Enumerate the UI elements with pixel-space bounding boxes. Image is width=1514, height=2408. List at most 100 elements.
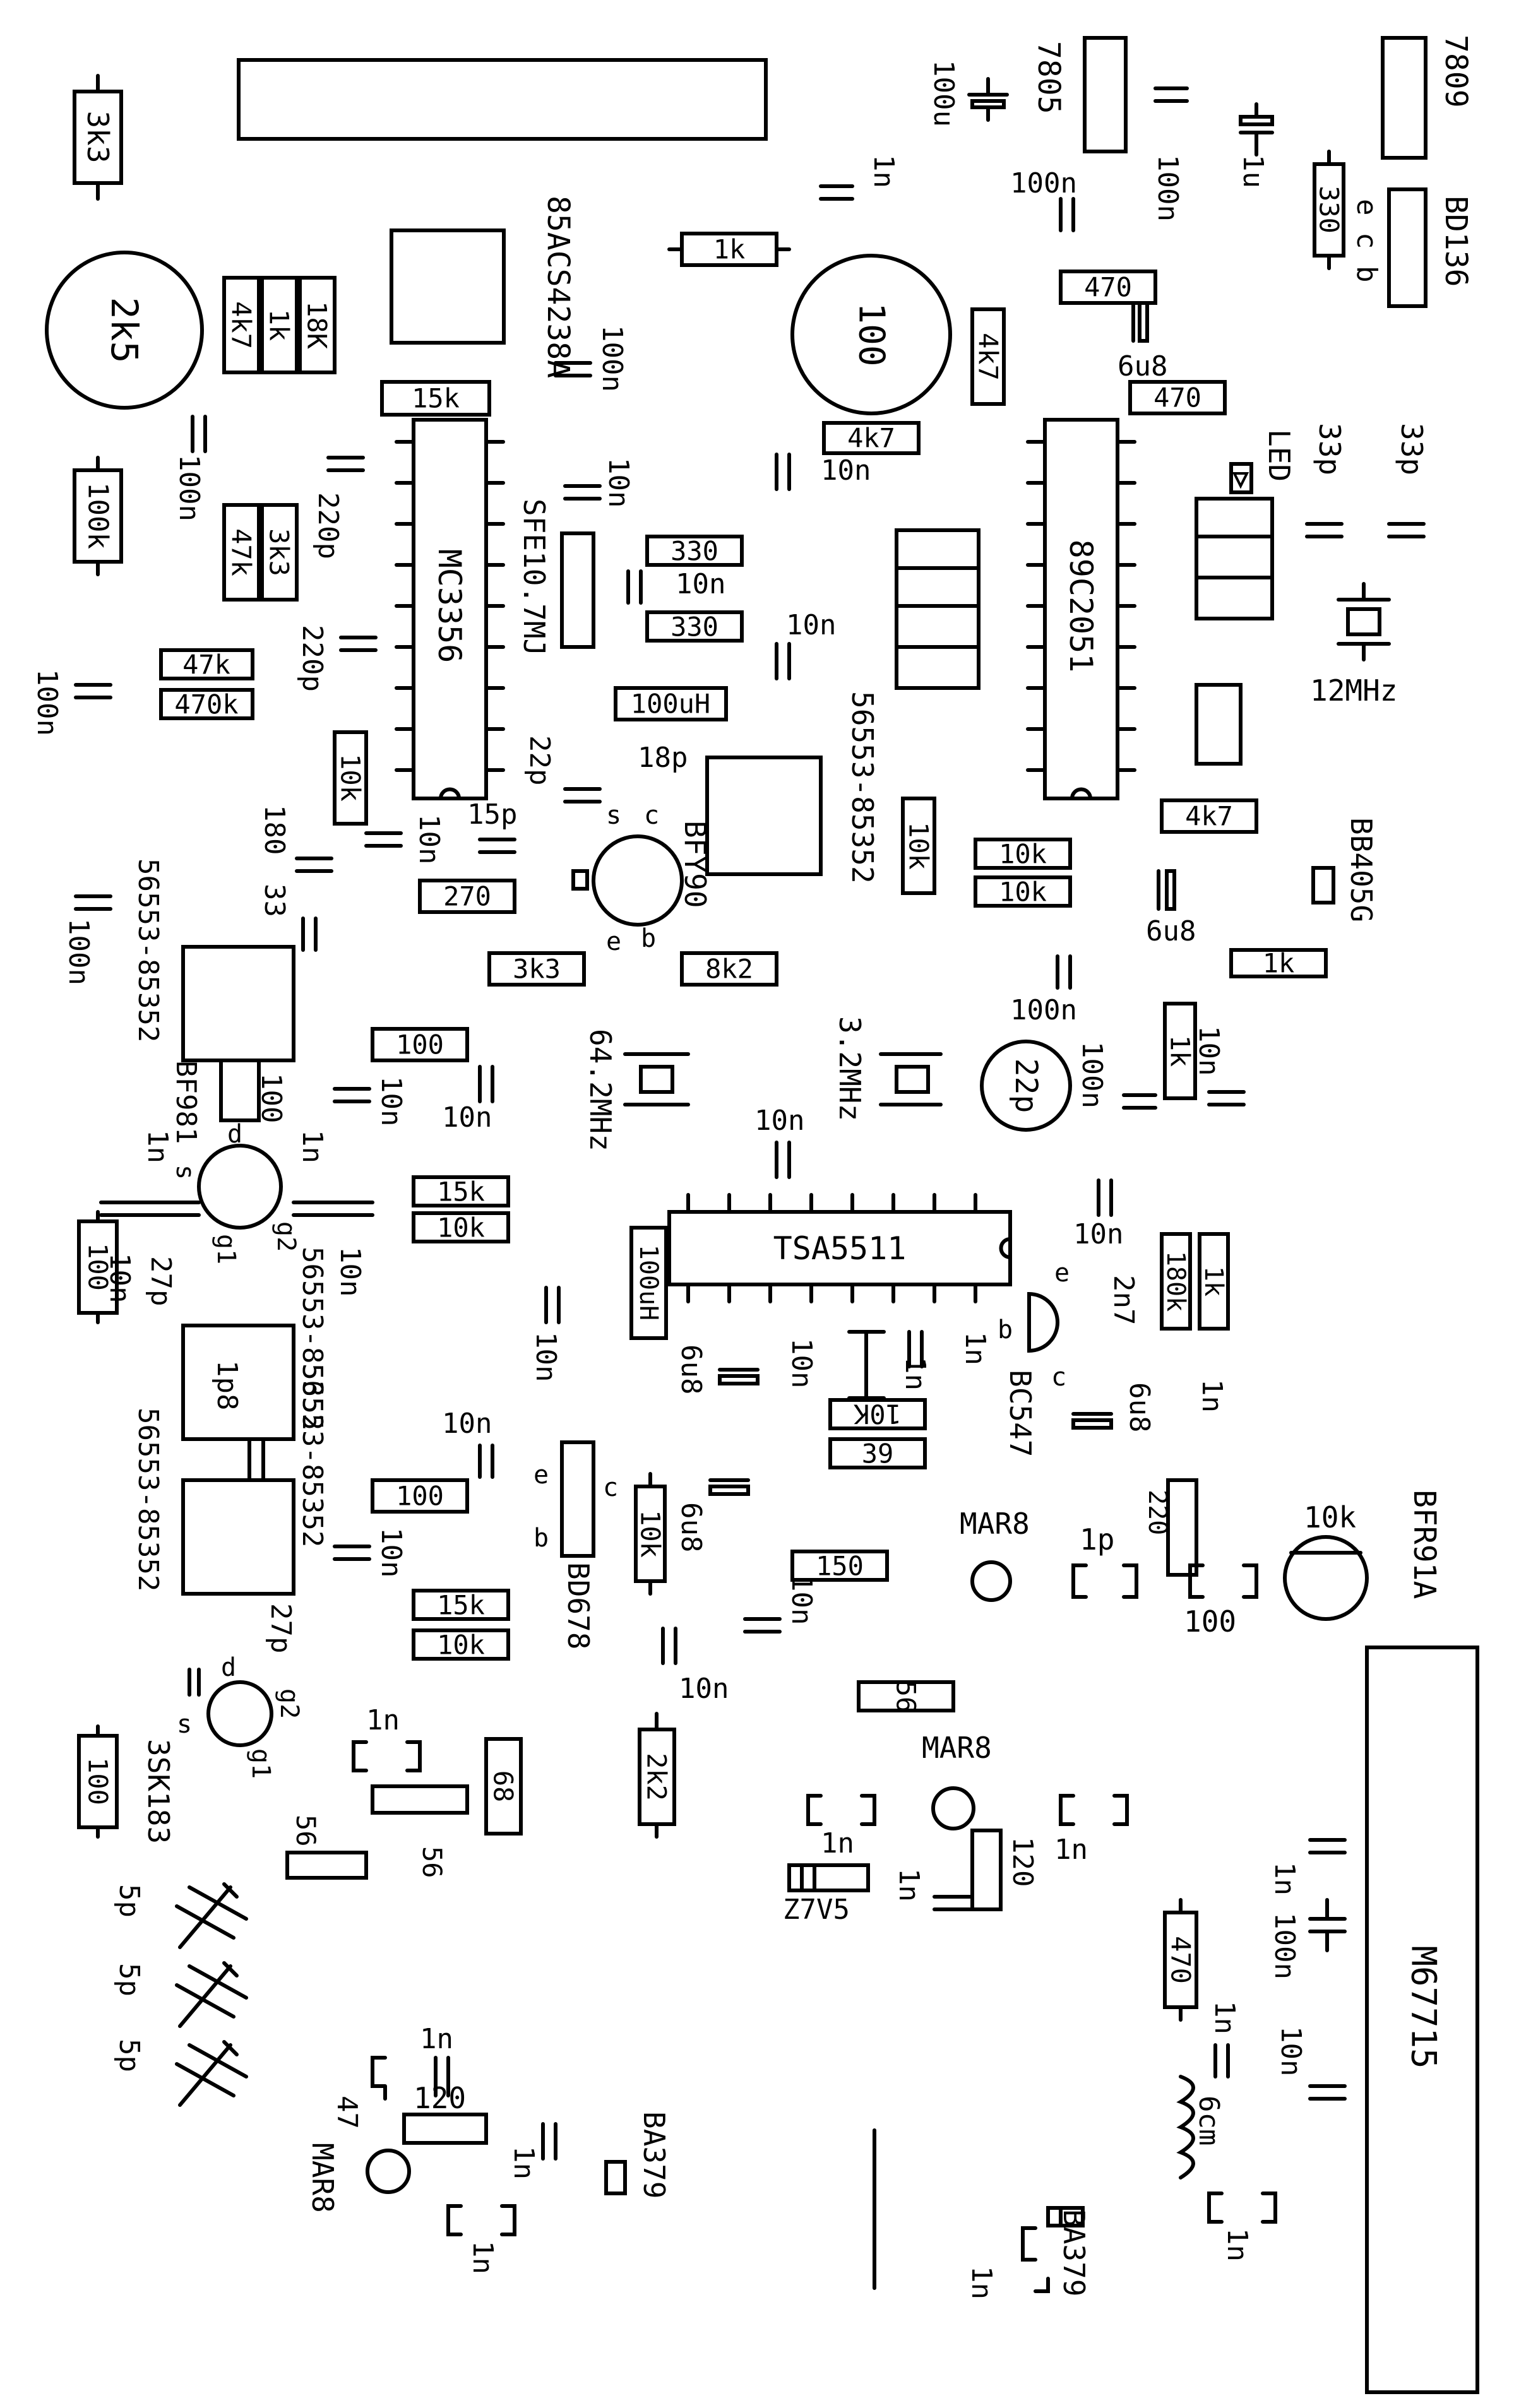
- svg-text:470: 470: [1153, 383, 1201, 413]
- cap-6u8-d: 6u8: [1071, 1382, 1155, 1432]
- resistor-100k: 100k: [73, 456, 123, 576]
- svg-text:d: d: [227, 1120, 242, 1149]
- cap-22p: 22p: [523, 735, 602, 804]
- amp-mar8-b: MAR8: [922, 1731, 992, 1830]
- ic-tsa5511: TSA5511: [667, 1193, 1012, 1303]
- svg-text:1n: 1n: [867, 155, 900, 188]
- svg-text:MAR8: MAR8: [960, 1507, 1030, 1541]
- cap-10n-m67715: 10n: [1275, 2026, 1347, 2101]
- small-module: [1195, 683, 1243, 766]
- resistor-56-c: 56: [285, 1815, 368, 1880]
- svg-text:1k: 1k: [1199, 1266, 1228, 1296]
- transistor-3sk183: d s g2 g1 27p 3SK183: [141, 1603, 304, 1844]
- svg-text:100n: 100n: [1076, 1041, 1108, 1108]
- svg-text:6u8: 6u8: [1146, 915, 1196, 947]
- cap-100n-m67715: 100n: [1268, 1898, 1347, 1979]
- cap-10n-low-b: 10n: [743, 1575, 818, 1634]
- svg-text:4k7: 4k7: [847, 423, 895, 454]
- resistor-1k-d: 1k: [1163, 1002, 1197, 1100]
- resistor-10k-a: 10k: [333, 730, 368, 826]
- coil-code-d: 56553-85352: [296, 1247, 328, 1430]
- svg-text:MC3356: MC3356: [431, 549, 468, 663]
- crystal-64mhz: 64.2MHz: [583, 1029, 690, 1151]
- cap-1n-mar8-a: 1n: [806, 1794, 876, 1859]
- svg-text:MAR8: MAR8: [922, 1731, 992, 1765]
- svg-text:100: 100: [851, 302, 892, 366]
- module-m67715: M67715: [1365, 1646, 1479, 2394]
- trimcap-5p-a: 5p: [113, 1882, 248, 1949]
- resistor-8k2: 8k2: [680, 951, 778, 987]
- svg-text:BB405G: BB405G: [1344, 817, 1378, 922]
- svg-text:1n: 1n: [893, 1868, 925, 1902]
- svg-text:e: e: [606, 927, 621, 956]
- resistor-270: 270: [418, 879, 516, 914]
- resistor-120-b: 120: [402, 2081, 488, 2145]
- svg-text:10n: 10n: [679, 1673, 729, 1705]
- trimmer-100: 100: [790, 254, 952, 415]
- resistor-470-c: 470: [1163, 1898, 1198, 2022]
- cap-1n-m67715: 1n: [1268, 1838, 1347, 1895]
- svg-text:470: 470: [1165, 1936, 1196, 1984]
- svg-text:100uH: 100uH: [634, 1245, 663, 1320]
- cap-1n-top: 1n: [819, 155, 900, 201]
- svg-text:s: s: [170, 1165, 200, 1180]
- cap-18p: 18p: [638, 742, 688, 774]
- svg-text:6u8: 6u8: [675, 1502, 707, 1552]
- resistor-68: 68: [484, 1737, 523, 1836]
- inductor-100uh-v: 100uH: [629, 1226, 668, 1340]
- svg-text:100n: 100n: [1152, 155, 1184, 222]
- cap-10n-mc-c: 10n: [364, 814, 445, 864]
- svg-text:56: 56: [417, 1846, 448, 1878]
- resistor-470-b: 470: [1128, 380, 1227, 415]
- resistor-10k-g: 10K: [828, 1398, 927, 1430]
- cap-6u8-a: 6u8: [1118, 301, 1167, 383]
- cap-100n-mid-a: 100n: [1010, 954, 1077, 1026]
- svg-text:s: s: [606, 801, 621, 830]
- svg-text:b: b: [533, 1524, 549, 1553]
- svg-text:180: 180: [258, 805, 290, 855]
- svg-text:10k: 10k: [999, 877, 1047, 908]
- svg-text:1k: 1k: [713, 234, 746, 265]
- svg-text:100n: 100n: [1010, 167, 1077, 199]
- resistor-330-c: 330: [1313, 150, 1345, 270]
- shield-can-bf981: [181, 945, 295, 1062]
- svg-text:BF981: BF981: [170, 1060, 202, 1144]
- resistor-2k2: 2k2: [638, 1712, 676, 1839]
- svg-text:e c b: e c b: [1350, 199, 1383, 282]
- regulator-7809: 7809: [1381, 35, 1474, 160]
- saw-filter-label: 85ACS4238A: [540, 196, 576, 378]
- svg-text:10n: 10n: [676, 568, 725, 600]
- cap-10n-tsa-below: 10n: [785, 1330, 886, 1400]
- resistor-47k-v: 47k: [222, 503, 261, 602]
- svg-text:10n: 10n: [785, 1338, 818, 1388]
- svg-text:M67715: M67715: [1404, 1945, 1444, 2068]
- svg-text:8k2: 8k2: [705, 954, 753, 985]
- transistor-bd678: e c b BD678: [533, 1440, 618, 1649]
- resistor-1k-a: 1k: [260, 276, 299, 374]
- svg-text:15k: 15k: [412, 383, 460, 414]
- crystal-32mhz: 3.2MHz: [833, 1016, 943, 1121]
- cap-10n-mc-a: 10n: [563, 458, 635, 507]
- coil-bf981: [219, 1059, 261, 1122]
- resistor-15k-a: 15k: [380, 380, 491, 417]
- resistor-180k: 180k: [1160, 1232, 1192, 1331]
- svg-text:27p: 27p: [265, 1603, 297, 1653]
- svg-text:180k: 180k: [1161, 1251, 1190, 1312]
- cap-15p: 15p: [467, 798, 517, 854]
- cap-100n-reg-a: 100n: [1152, 86, 1189, 222]
- svg-text:d: d: [221, 1653, 236, 1682]
- cap-1n-mar8-b: 1n: [1054, 1794, 1129, 1866]
- svg-text:4k7: 4k7: [1185, 801, 1233, 832]
- amp-mar8-a: MAR8: [960, 1507, 1030, 1602]
- svg-text:10k: 10k: [999, 839, 1047, 870]
- cap-10n-mid-a: 10n: [775, 453, 871, 491]
- svg-text:1k: 1k: [1165, 1035, 1196, 1067]
- resistor-120-a: 120: [970, 1829, 1039, 1911]
- svg-text:5p: 5p: [113, 1884, 145, 1918]
- svg-text:e: e: [1054, 1259, 1070, 1288]
- svg-text:BA379: BA379: [1057, 2209, 1091, 2296]
- svg-text:6cm: 6cm: [1193, 2096, 1225, 2145]
- svg-text:18p: 18p: [638, 742, 688, 774]
- svg-text:22p: 22p: [1008, 1059, 1044, 1113]
